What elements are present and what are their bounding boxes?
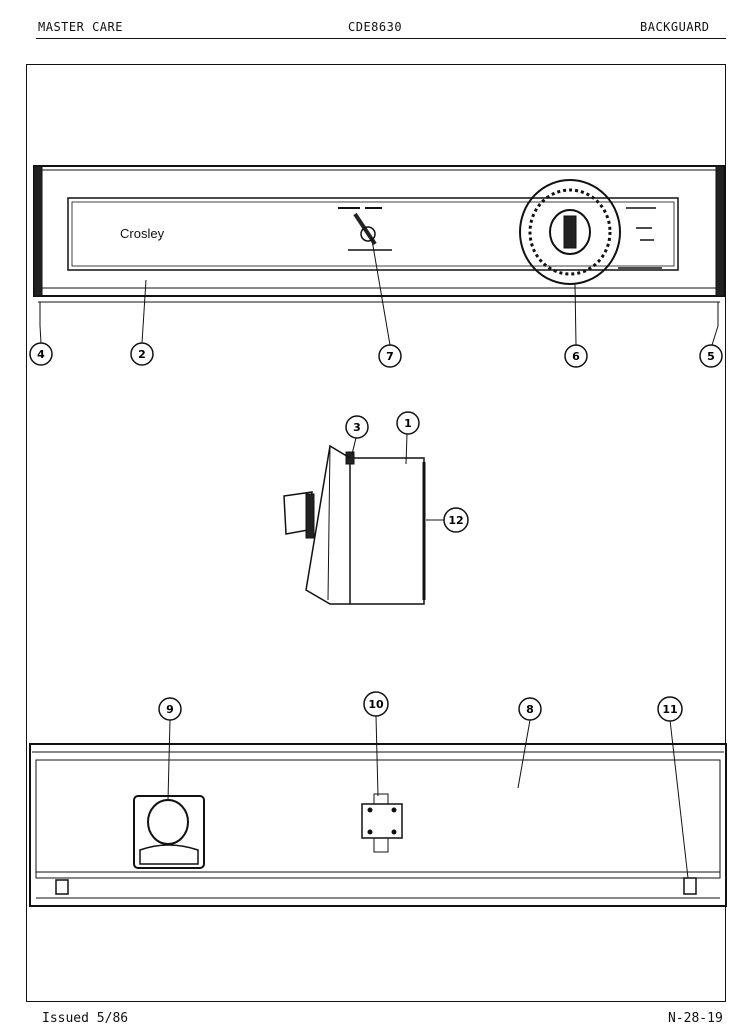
callout-8: 8 [518,697,542,721]
timer-dial [519,179,621,285]
header-center: CDE8630 [348,20,403,34]
svg-text:10: 10 [368,698,384,711]
mount-bracket-right [683,877,697,895]
control-panel-window [67,197,679,271]
leaders-middle [351,433,444,521]
svg-text:1: 1 [404,417,412,430]
footer-page-code: N-28-19 [668,1011,723,1026]
svg-text:8: 8 [526,703,534,716]
callout-5: 5 [699,344,723,368]
callout-markers: 4 2 7 6 5 3 1 12 9 10 8 11 [29,342,723,722]
callout-11: 11 [657,696,683,722]
timer-side-view [283,444,426,605]
selector-knob [338,207,392,251]
backguard-front-assembly [33,165,725,326]
callout-10: 10 [363,691,389,717]
callout-7: 7 [378,344,402,368]
callout-2: 2 [130,342,154,366]
header-right: BACKGUARD [640,20,710,34]
header-rule [36,38,726,39]
footer-issued: Issued 5/86 [42,1011,129,1026]
callout-12: 12 [443,507,469,533]
diagram-frame [26,64,726,1002]
svg-text:5: 5 [707,350,715,363]
callout-3: 3 [345,415,369,439]
svg-text:9: 9 [166,703,174,716]
callout-1: 1 [396,411,420,435]
callout-6: 6 [564,344,588,368]
end-cap-right [715,165,725,297]
brand-label: Crosley [120,226,165,241]
svg-text:3: 3 [353,421,361,434]
callout-4: 4 [29,342,53,366]
svg-text:2: 2 [138,348,146,361]
svg-text:12: 12 [448,514,463,527]
end-cap-left [33,165,43,297]
svg-text:4: 4 [37,348,45,361]
callout-9: 9 [158,697,182,721]
leaders-top [39,239,719,346]
header-left: MASTER CARE [38,20,123,34]
leaders-bottom [167,715,689,879]
mount-bracket-left [55,879,69,895]
svg-text:6: 6 [572,350,580,363]
dial-side-markings [618,207,662,269]
relay-component [361,793,403,853]
svg-text:11: 11 [662,703,677,716]
backguard-rear-panel [29,743,727,907]
switch-component [133,795,205,869]
svg-text:7: 7 [386,350,394,363]
